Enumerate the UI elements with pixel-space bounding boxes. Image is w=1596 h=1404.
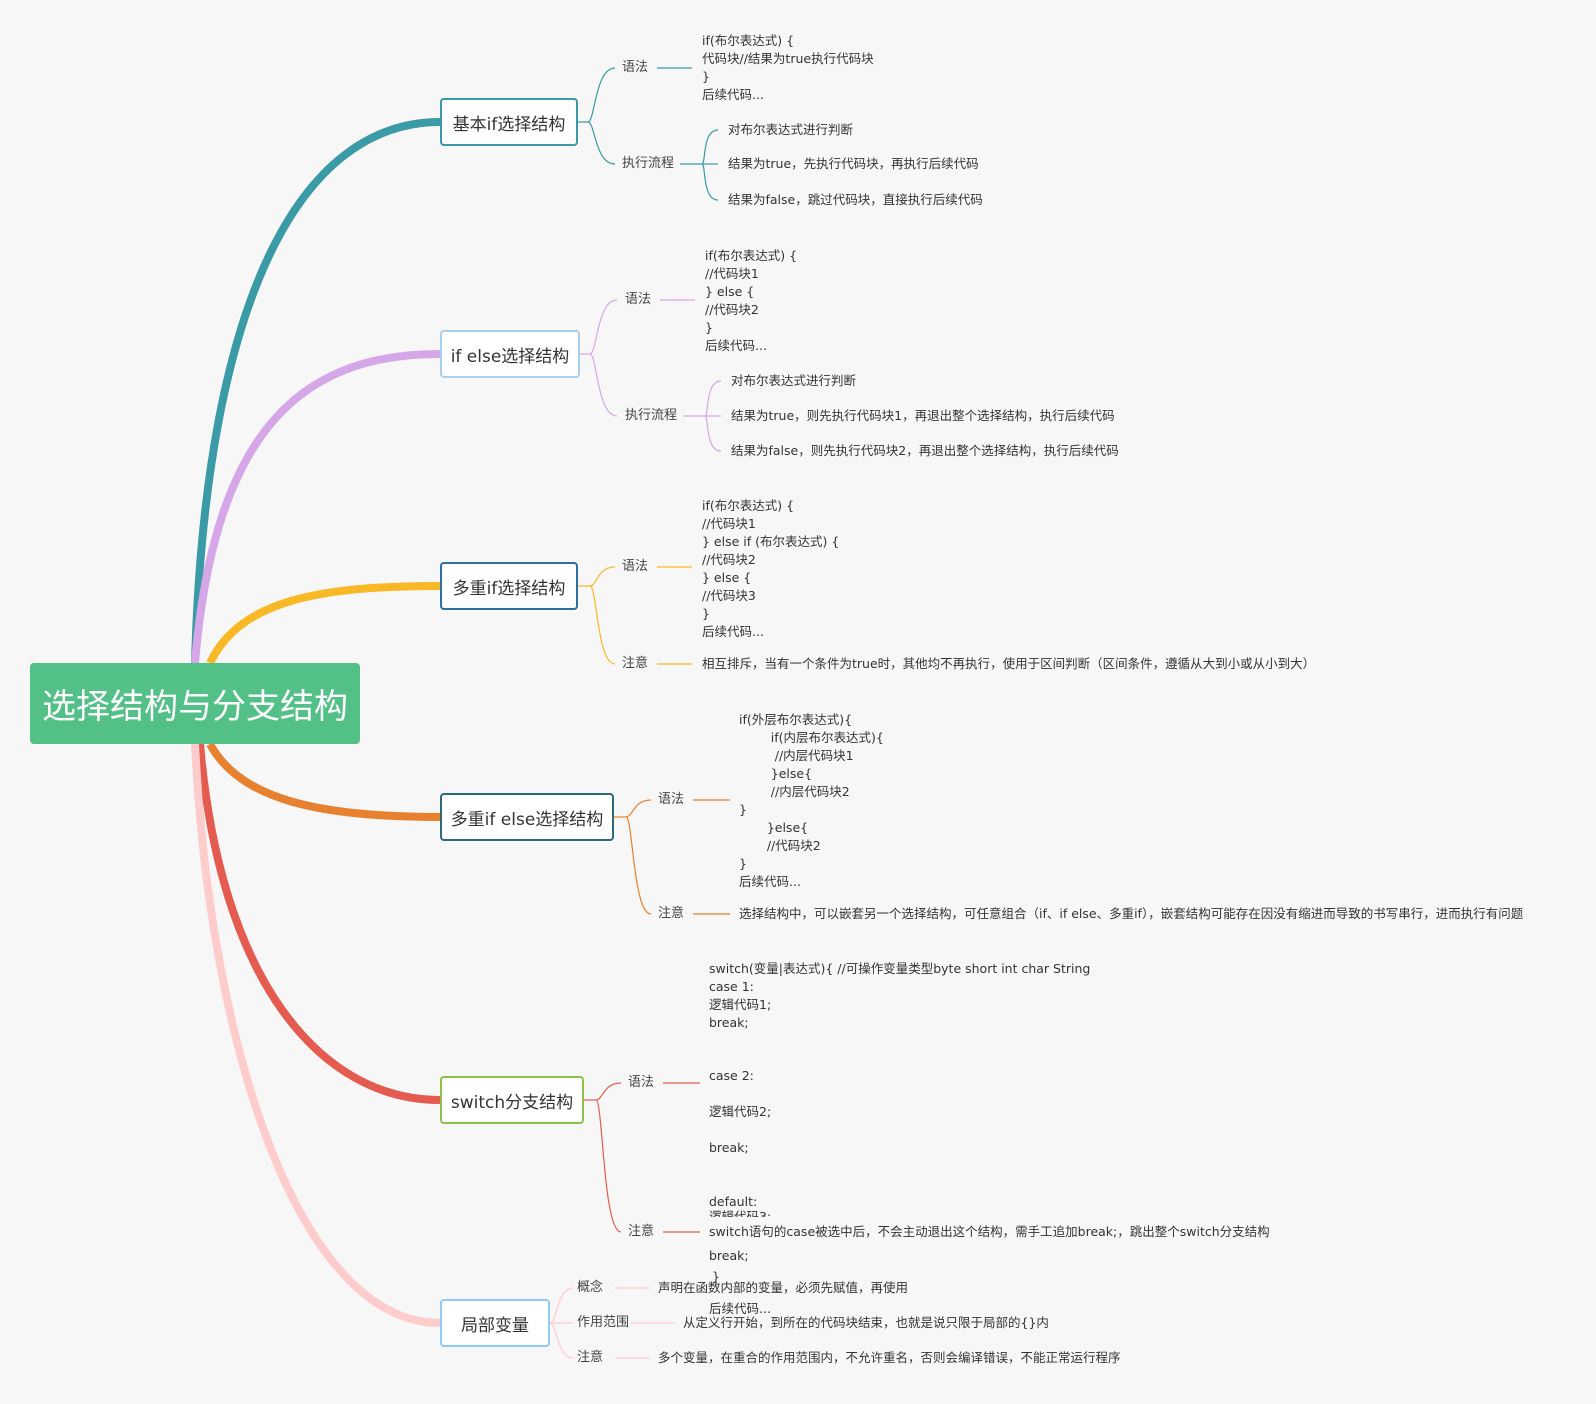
label-syntax[interactable]: 语法 [622,559,649,574]
label-flow[interactable]: 执行流程 [622,156,675,171]
code-basic-if[interactable]: if(布尔表达式) { 代码块//结果为true执行代码块 } 后续代码... [702,33,874,102]
root-topic[interactable]: 选择结构与分支结构 [30,663,360,744]
topic-multi-if[interactable]: 多重if选择结构 [440,562,578,610]
label-concept[interactable]: 概念 [577,1280,604,1295]
label-note[interactable]: 注意 [577,1350,604,1365]
code-line[interactable]: default: [709,1194,758,1209]
label-note[interactable]: 注意 [622,656,649,671]
connector-root-b1 [191,118,441,664]
code-line[interactable]: 逻辑代码2; [709,1104,772,1119]
flow-item[interactable]: 结果为true，则先执行代码块1，再退出整个选择结构，执行后续代码 [731,408,1115,423]
connector-root-b5 [196,743,441,1104]
code-nested-if[interactable]: if(外层布尔表达式){ if(内层布尔表达式){ //内层代码块1 }else… [739,712,884,889]
note-text[interactable]: 相互排斥，当有一个条件为true时，其他均不再执行，使用于区间判断（区间条件，遵… [702,656,1316,671]
label-note[interactable]: 注意 [628,1224,655,1239]
connector-root-b4 [206,742,441,821]
code-line[interactable]: 后续代码... [709,1301,771,1316]
connectors-b4 [614,799,730,915]
code-multi-if[interactable]: if(布尔表达式) { //代码块1 } else if (布尔表达式) { /… [702,498,840,639]
item-text[interactable]: 多个变量，在重合的作用范围内，不允许重名，否则会编译错误，不能正常运行程序 [658,1350,1121,1365]
code-line[interactable]: case 2: [709,1068,754,1083]
code-switch-top[interactable]: switch(变量|表达式){ //可操作变量类型byte short int … [709,961,1091,1030]
flow-item[interactable]: 对布尔表达式进行判断 [728,122,854,137]
connectors-b2 [580,299,722,452]
note-text[interactable]: switch语句的case被选中后，不会主动退出这个结构，需手工追加break;… [709,1224,1270,1239]
label-flow[interactable]: 执行流程 [625,408,678,423]
code-line[interactable]: break; [709,1248,749,1263]
label-syntax[interactable]: 语法 [625,292,652,307]
flow-item[interactable]: 对布尔表达式进行判断 [731,373,857,388]
label-syntax[interactable]: 语法 [658,792,685,807]
label-note[interactable]: 注意 [658,906,685,921]
topic-basic-if[interactable]: 基本if选择结构 [440,98,578,146]
connector-root-b6 [191,743,441,1327]
label-scope[interactable]: 作用范围 [577,1315,630,1330]
topic-switch[interactable]: switch分支结构 [440,1076,584,1124]
connectors-b1 [578,67,719,201]
connector-root-b3 [206,582,441,665]
topic-if-else[interactable]: if else选择结构 [440,330,580,378]
connectors-b5 [584,1082,700,1233]
connectors-b6 [549,1287,675,1359]
code-line[interactable]: 逻辑代码3; [709,1209,772,1217]
flow-item[interactable]: 结果为true，先执行代码块，再执行后续代码 [728,156,979,171]
code-line[interactable]: break; [709,1140,749,1155]
connector-root-b2 [191,350,441,664]
label-syntax[interactable]: 语法 [628,1075,655,1090]
flow-item[interactable]: 结果为false，跳过代码块，直接执行后续代码 [728,192,983,207]
item-text[interactable]: 从定义行开始，到所在的代码块结束，也就是说只限于局部的{}内 [683,1315,1049,1330]
label-syntax[interactable]: 语法 [622,60,649,75]
code-if-else[interactable]: if(布尔表达式) { //代码块1 } else { //代码块2 } 后续代… [705,248,798,353]
connectors-b3 [578,566,692,665]
topic-nested-if-else[interactable]: 多重if else选择结构 [440,793,614,841]
note-text[interactable]: 选择结构中，可以嵌套另一个选择结构，可任意组合（if、if else、多重if）… [739,906,1524,921]
item-text[interactable]: 声明在函数内部的变量，必须先赋值，再使用 [658,1280,909,1295]
flow-item[interactable]: 结果为false，则先执行代码块2，再退出整个选择结构，执行后续代码 [731,443,1119,458]
topic-local-variable[interactable]: 局部变量 [440,1299,550,1347]
code-line[interactable]: } [712,1269,720,1284]
